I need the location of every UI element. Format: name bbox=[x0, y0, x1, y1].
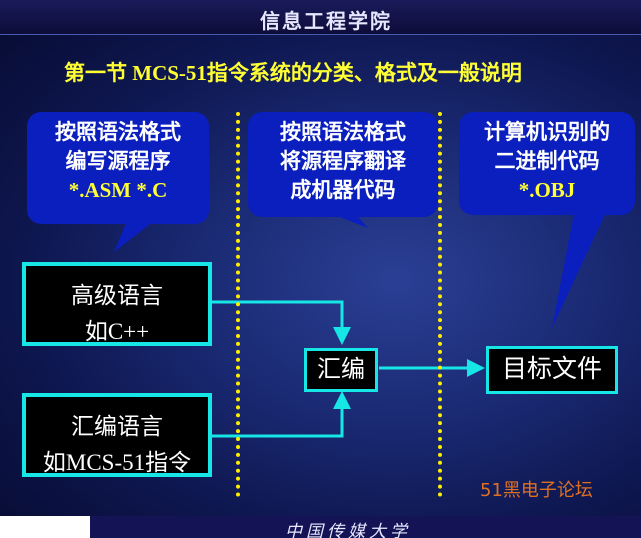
bubble-binary-code-line3: *.OBJ bbox=[518, 178, 576, 202]
bottom-bar bbox=[0, 516, 641, 538]
bubble-translate: 按照语法格式 将源程序翻译 成机器代码 bbox=[248, 112, 438, 217]
bubble-tail-source bbox=[114, 218, 158, 252]
bubble-source-code-line2: 编写源程序 bbox=[65, 149, 171, 173]
bubble-source-code: 按照语法格式 编写源程序 *.ASM *.C bbox=[27, 112, 209, 224]
assembly-line2: 如MCS-51指令 bbox=[42, 450, 192, 475]
bubble-tail-binary bbox=[552, 208, 608, 328]
arrow-assembly-to-assembler bbox=[212, 391, 351, 438]
top-bar: 信息工程学院 bbox=[0, 0, 641, 35]
footer-logo: 中国传媒大学 bbox=[285, 522, 411, 538]
box-high-level-language: 高级语言 如C++ bbox=[22, 262, 212, 346]
bubble-binary-code: 计算机识别的 二进制代码 *.OBJ bbox=[459, 112, 635, 215]
bubble-binary-code-line1: 计算机识别的 bbox=[484, 120, 610, 144]
watermark-text: 51黑电子论坛 bbox=[480, 480, 593, 501]
assembler-label: 汇编 bbox=[317, 357, 365, 383]
bubble-translate-line2: 将源程序翻译 bbox=[280, 149, 406, 173]
separator-right bbox=[438, 112, 442, 497]
assembly-line1: 汇编语言 bbox=[71, 414, 163, 439]
bottom-left-panel bbox=[0, 516, 90, 538]
box-target-file: 目标文件 bbox=[486, 346, 618, 394]
box-assembler: 汇编 bbox=[304, 348, 378, 392]
bubble-translate-line3: 成机器代码 bbox=[290, 178, 396, 202]
box-assembly-language: 汇编语言 如MCS-51指令 bbox=[22, 393, 212, 477]
target-label: 目标文件 bbox=[501, 356, 602, 383]
arrow-high-level-to-assembler bbox=[212, 300, 351, 345]
bubble-tail-translate bbox=[322, 210, 368, 228]
bubble-binary-code-line2: 二进制代码 bbox=[494, 149, 600, 173]
bubble-source-code-line1: 按照语法格式 bbox=[55, 120, 181, 144]
section-heading: 第一节 MCS-51指令系统的分类、格式及一般说明 bbox=[64, 61, 522, 85]
header-title: 信息工程学院 bbox=[260, 9, 392, 33]
bubble-translate-line1: 按照语法格式 bbox=[280, 120, 406, 144]
bubble-source-code-line3: *.ASM *.C bbox=[68, 178, 168, 202]
high-level-line2: 如C++ bbox=[84, 319, 150, 344]
high-level-line1: 高级语言 bbox=[71, 283, 163, 308]
separator-left bbox=[236, 112, 240, 497]
